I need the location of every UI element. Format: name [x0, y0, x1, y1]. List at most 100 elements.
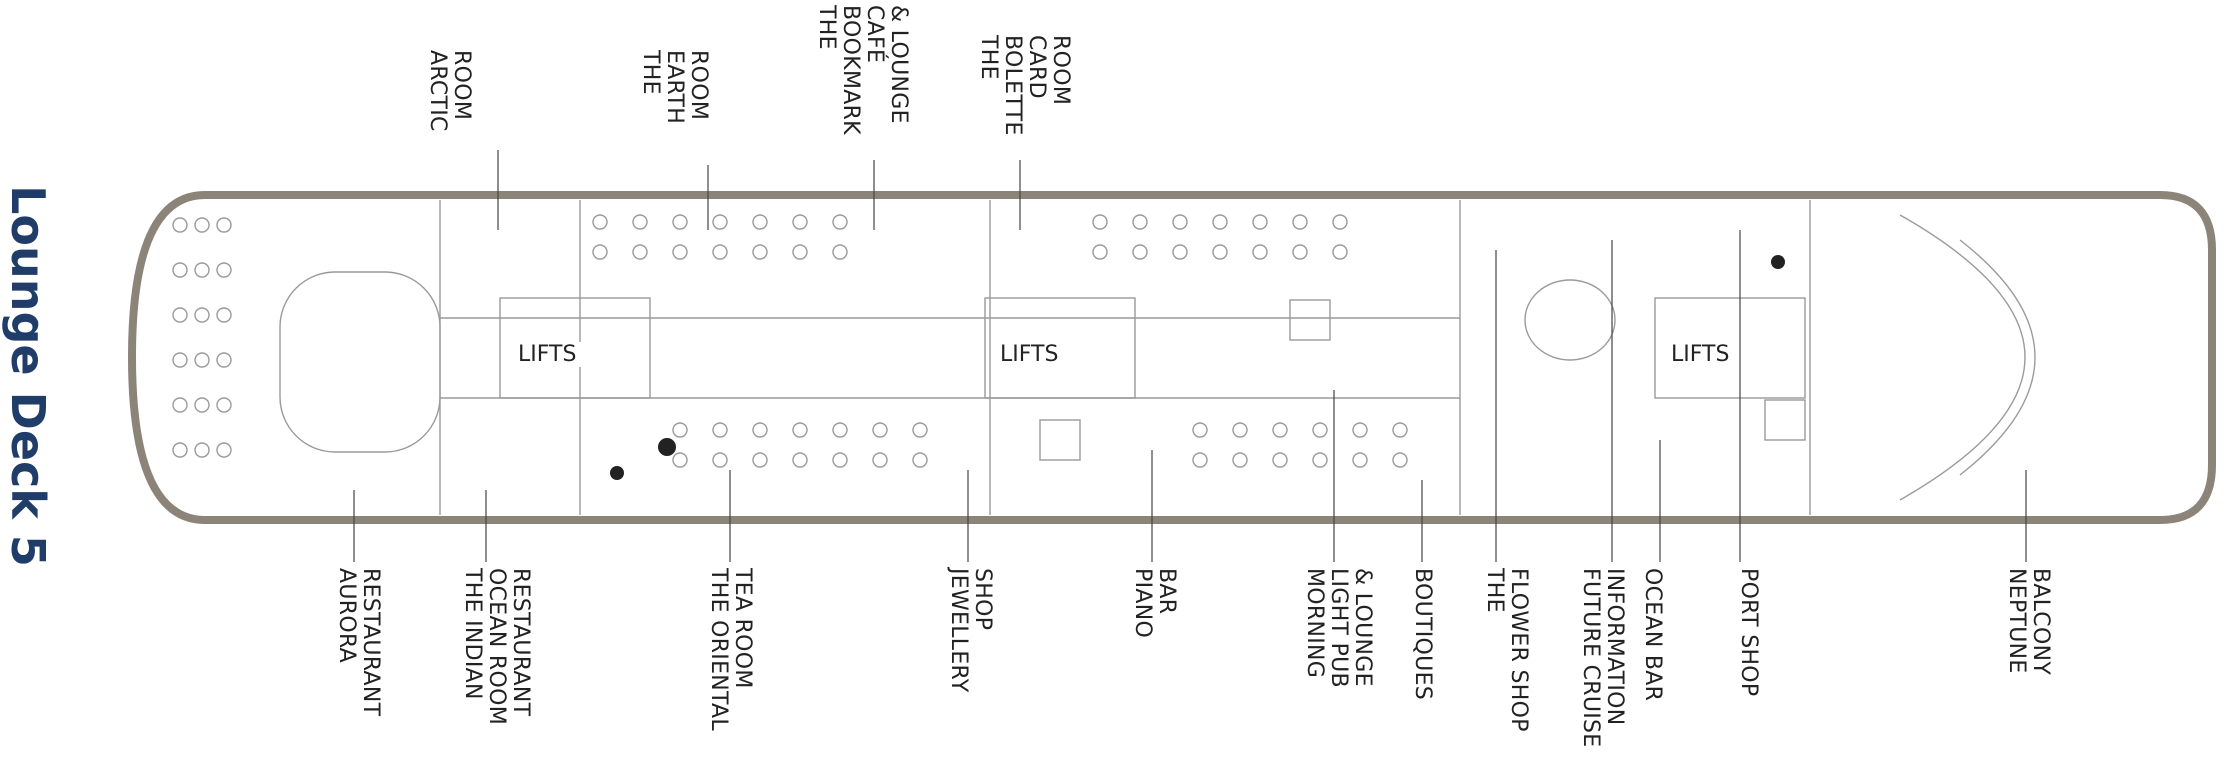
lifts-label-3: LIFTS: [1665, 342, 1736, 367]
label-line: BALCONY: [2028, 568, 2053, 676]
table-mark: [1232, 452, 1248, 468]
label-oriental-tea-room: TEA ROOM THE ORIENTAL: [706, 568, 755, 731]
table-mark: [1252, 214, 1268, 230]
table-mark: [1132, 244, 1148, 260]
label-line: NEPTUNE: [2004, 568, 2029, 674]
lift-shaft: [984, 297, 1136, 399]
label-line: THE: [976, 35, 1001, 80]
label-line: LIGHT PUB: [1326, 568, 1351, 688]
table-mark: [912, 452, 928, 468]
label-line: ARCTIC: [425, 50, 450, 132]
label-port-shop: PORT SHOP: [1736, 568, 1761, 697]
label-line: PIANO: [1130, 568, 1155, 639]
label-line: THE INDIAN: [460, 568, 485, 700]
table-mark: [672, 422, 688, 438]
stair-block: [1764, 399, 1806, 441]
table-mark: [1392, 452, 1408, 468]
table-mark: [172, 442, 188, 458]
label-earth-room: ROOM EARTH THE: [638, 50, 711, 124]
table-mark: [912, 422, 928, 438]
label-flower-shop: FLOWER SHOP THE: [1482, 568, 1531, 732]
table-mark: [1332, 244, 1348, 260]
label-line: MORNING: [1302, 568, 1327, 679]
label-line: INFORMATION: [1602, 568, 1627, 726]
label-line: FLOWER SHOP: [1506, 568, 1531, 732]
bar-circle: [1524, 279, 1616, 361]
lifts-label-2: LIFTS: [994, 342, 1065, 367]
table-mark: [1332, 214, 1348, 230]
label-arctic-room: ROOM ARCTIC: [425, 50, 474, 132]
table-mark: [832, 214, 848, 230]
balcony-curve: [1959, 239, 2036, 476]
label-line: & LOUNGE: [886, 5, 911, 124]
label-line: CARD: [1024, 35, 1049, 99]
table-mark: [216, 397, 232, 413]
label-line: CAFÉ: [862, 5, 887, 64]
restroom-icon: [610, 466, 624, 480]
table-mark: [592, 244, 608, 260]
table-mark: [1272, 452, 1288, 468]
table-mark: [1292, 244, 1308, 260]
wheelchair-icon: [658, 438, 676, 456]
table-mark: [216, 307, 232, 323]
table-mark: [1212, 214, 1228, 230]
table-mark: [194, 217, 210, 233]
table-mark: [172, 217, 188, 233]
label-line: SHOP: [970, 568, 995, 631]
table-mark: [1312, 422, 1328, 438]
lift-shaft: [1654, 297, 1806, 399]
table-mark: [592, 214, 608, 230]
table-mark: [194, 307, 210, 323]
table-mark: [194, 397, 210, 413]
table-mark: [832, 422, 848, 438]
stair-block: [1289, 299, 1331, 341]
table-mark: [1132, 214, 1148, 230]
table-mark: [1192, 422, 1208, 438]
label-line: THE ORIENTAL: [706, 568, 731, 731]
label-line: ROOM: [1048, 35, 1073, 106]
table-mark: [752, 422, 768, 438]
table-mark: [1092, 214, 1108, 230]
table-mark: [1272, 422, 1288, 438]
label-jewellery-shop: SHOP JEWELLERY: [946, 568, 995, 693]
label-line: AURORA: [334, 568, 359, 663]
label-morning-light-pub: & LOUNGE LIGHT PUB MORNING: [1302, 568, 1375, 688]
table-mark: [172, 397, 188, 413]
table-mark: [216, 442, 232, 458]
label-line: JEWELLERY: [946, 568, 971, 693]
deck-title: Lounge Deck 5: [1, 185, 55, 567]
label-boutiques: BOUTIQUES: [1410, 568, 1435, 701]
table-mark: [1172, 244, 1188, 260]
label-indian-ocean-room: RESTAURANT OCEAN ROOM THE INDIAN: [460, 568, 533, 725]
table-mark: [712, 214, 728, 230]
label-line: BOLETTE: [1000, 35, 1025, 136]
table-mark: [672, 452, 688, 468]
label-line: OCEAN BAR: [1640, 568, 1665, 702]
table-mark: [172, 307, 188, 323]
table-mark: [194, 262, 210, 278]
label-line: BOUTIQUES: [1410, 568, 1435, 701]
table-mark: [672, 244, 688, 260]
table-mark: [752, 214, 768, 230]
table-mark: [172, 352, 188, 368]
table-mark: [792, 422, 808, 438]
table-mark: [712, 452, 728, 468]
table-mark: [872, 422, 888, 438]
table-mark: [1392, 422, 1408, 438]
table-mark: [216, 262, 232, 278]
label-line: OCEAN ROOM: [484, 568, 509, 725]
label-line: THE: [638, 50, 663, 95]
table-mark: [1232, 422, 1248, 438]
table-mark: [1352, 452, 1368, 468]
label-line: THE: [1482, 568, 1507, 613]
table-mark: [632, 244, 648, 260]
table-mark: [712, 244, 728, 260]
table-mark: [672, 214, 688, 230]
label-ocean-bar: OCEAN BAR: [1640, 568, 1665, 702]
label-future-cruise: INFORMATION FUTURE CRUISE: [1578, 568, 1627, 747]
label-bolette-card-room: ROOM CARD BOLETTE THE: [976, 35, 1073, 136]
label-line: RESTAURANT: [508, 568, 533, 717]
label-line: RESTAURANT: [358, 568, 383, 717]
